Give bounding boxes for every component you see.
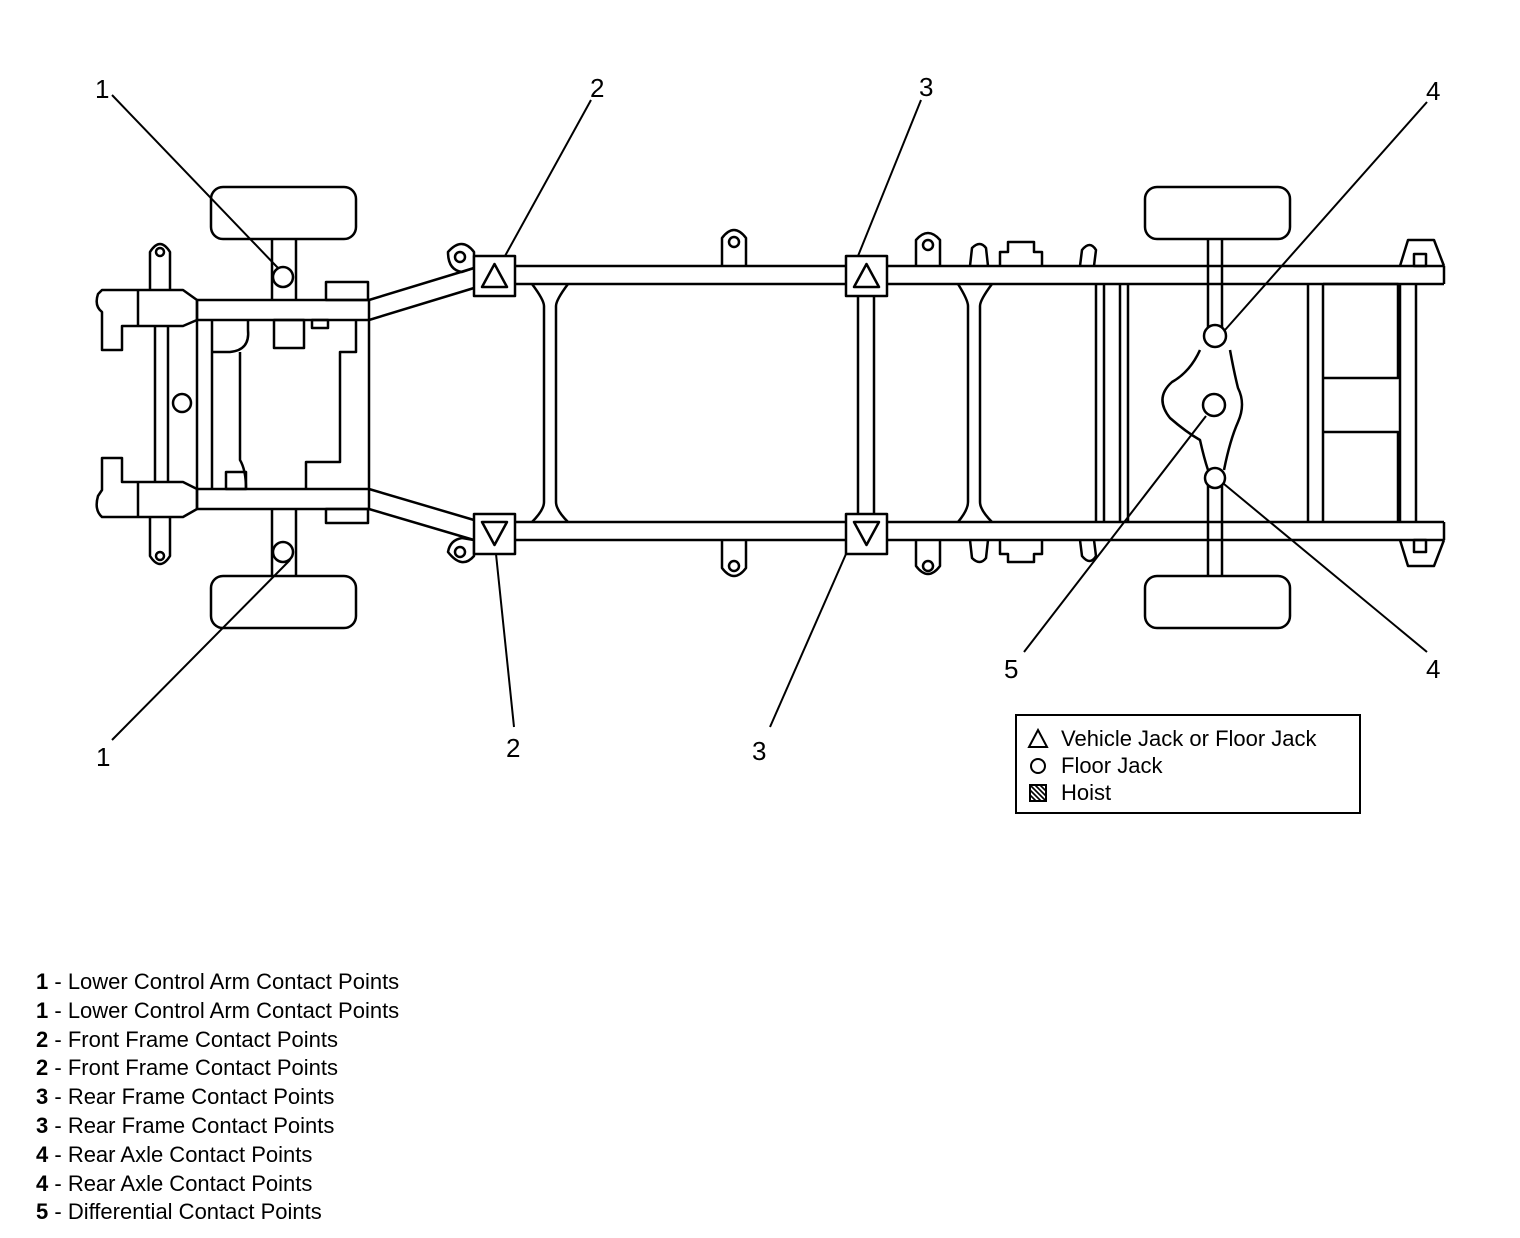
callout-4-bottom: 4 — [1426, 654, 1440, 684]
legend-item-hoist: Hoist — [1027, 780, 1111, 806]
front-wheel-bottom — [209, 574, 358, 630]
front-crossmember — [195, 280, 371, 525]
frame-rails — [515, 264, 1446, 542]
body-mounts — [720, 228, 1098, 578]
floor-jack-point-1-top — [271, 265, 295, 289]
callout-2-bottom: 2 — [506, 733, 520, 763]
key-item: 4 - Rear Axle Contact Points — [36, 1141, 313, 1167]
rear-crossmembers — [1306, 238, 1446, 568]
rear-wheel-top — [1143, 185, 1292, 241]
callout-5: 5 — [1004, 654, 1018, 684]
triangle-icon — [1027, 728, 1049, 750]
crossmember-3 — [956, 283, 994, 523]
floor-jack-point-4-top — [1202, 323, 1228, 349]
vehicle-frame-diagram: 1 1 2 2 3 3 4 4 5 — [95, 72, 1446, 772]
hatched-square-icon — [1027, 782, 1049, 804]
front-frame-kickup — [368, 242, 476, 564]
jack-point-3-top — [844, 254, 889, 298]
callout-2-top: 2 — [590, 73, 604, 103]
front-bumper-brackets — [95, 242, 199, 566]
callout-3-top: 3 — [919, 72, 933, 102]
floor-jack-point-4-bottom — [1203, 466, 1227, 490]
key-item: 5 - Differential Contact Points — [36, 1199, 322, 1225]
key-item: 2 - Front Frame Contact Points — [36, 1026, 339, 1052]
legend-label: Vehicle Jack or Floor Jack — [1061, 726, 1317, 751]
crossmember-4 — [1094, 284, 1130, 522]
key-item: 4 - Rear Axle Contact Points — [36, 1170, 313, 1196]
callout-key-list: 1 - Lower Control Arm Contact Points 1 -… — [36, 968, 399, 1227]
legend-item-floor-jack: Floor Jack — [1027, 753, 1162, 779]
circle-icon — [1027, 755, 1049, 777]
leader-lines — [111, 94, 1428, 741]
floor-jack-point-5 — [1201, 392, 1227, 418]
jack-point-2-top — [472, 254, 517, 298]
key-item: 1 - Lower Control Arm Contact Points — [36, 997, 400, 1023]
rear-wheel-bottom — [1143, 574, 1292, 630]
rear-axle — [1161, 239, 1244, 576]
jack-point-3-bottom — [844, 512, 889, 556]
symbol-legend: Vehicle Jack or Floor Jack Floor Jack Ho… — [1015, 714, 1361, 814]
legend-label: Floor Jack — [1061, 753, 1163, 778]
callout-1-bottom: 1 — [96, 742, 110, 772]
floor-jack-point-front-center — [171, 392, 193, 414]
callout-1-top: 1 — [95, 74, 109, 104]
front-wheel-top — [209, 185, 358, 241]
jack-point-2-bottom — [472, 512, 517, 556]
key-item: 2 - Front Frame Contact Points — [36, 1055, 339, 1081]
floor-jack-point-1-bottom — [271, 540, 295, 564]
key-item: 3 - Rear Frame Contact Points — [36, 1112, 335, 1138]
key-item: 1 - Lower Control Arm Contact Points — [36, 969, 400, 994]
callout-3-bottom: 3 — [752, 736, 766, 766]
legend-item-vehicle-jack: Vehicle Jack or Floor Jack — [1027, 726, 1317, 752]
legend-label: Hoist — [1061, 780, 1112, 805]
crossmember-1 — [530, 283, 570, 523]
key-item: 3 - Rear Frame Contact Points — [36, 1084, 335, 1110]
callout-4-top: 4 — [1426, 76, 1440, 106]
crossmember-2 — [856, 295, 876, 515]
